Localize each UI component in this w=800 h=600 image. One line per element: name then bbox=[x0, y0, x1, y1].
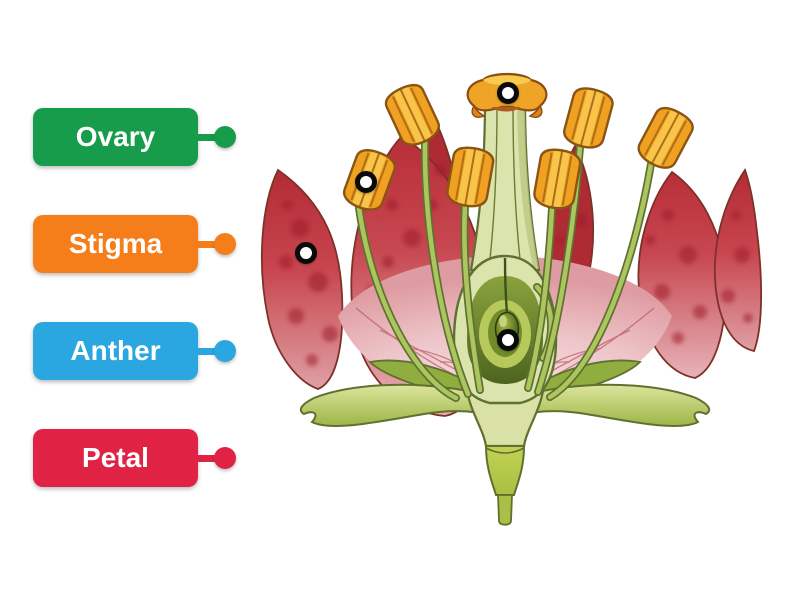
label-ovary-connector bbox=[196, 133, 220, 141]
stem-upper bbox=[484, 445, 526, 496]
label-list: Ovary Stigma Anther Petal bbox=[0, 0, 260, 600]
label-ovary-text: Ovary bbox=[75, 121, 156, 152]
sepal-inner-right bbox=[527, 359, 642, 404]
label-petal-connector-dot bbox=[214, 447, 236, 469]
label-anther[interactable]: Anther bbox=[33, 322, 243, 380]
sepal-left bbox=[299, 383, 494, 428]
petal-back-left bbox=[415, 119, 464, 294]
label-stigma-connector bbox=[196, 240, 220, 248]
filaments bbox=[355, 138, 655, 402]
label-petal-box[interactable]: Petal bbox=[33, 429, 198, 487]
sepal-inner-left bbox=[368, 359, 483, 404]
anther-2 bbox=[380, 79, 445, 152]
receptacle bbox=[464, 384, 546, 448]
style bbox=[469, 98, 541, 272]
sepals bbox=[299, 359, 711, 526]
label-stigma-connector-dot bbox=[214, 233, 236, 255]
sepal-right bbox=[516, 383, 711, 428]
anther-5 bbox=[560, 83, 617, 153]
petal-right-mid bbox=[637, 170, 727, 379]
label-petal-connector bbox=[196, 454, 220, 462]
label-anther-text: Anther bbox=[70, 335, 161, 366]
petal-back-right bbox=[546, 144, 595, 294]
anther-4 bbox=[531, 145, 584, 213]
label-ovary-box[interactable]: Ovary bbox=[33, 108, 198, 166]
stamens bbox=[339, 79, 698, 402]
anther-3 bbox=[444, 143, 497, 211]
label-stigma-box[interactable]: Stigma bbox=[33, 215, 198, 273]
petal-far-right bbox=[713, 168, 763, 353]
petals bbox=[260, 119, 763, 417]
label-petal[interactable]: Petal bbox=[33, 429, 243, 487]
point-on-ovary[interactable] bbox=[497, 329, 519, 351]
point-on-petal[interactable] bbox=[295, 242, 317, 264]
label-stigma-text: Stigma bbox=[68, 228, 163, 259]
label-ovary-connector-dot bbox=[214, 126, 236, 148]
label-petal-text: Petal bbox=[82, 442, 149, 473]
point-on-anther[interactable] bbox=[355, 171, 377, 193]
label-stigma[interactable]: Stigma bbox=[33, 215, 243, 273]
petal-far-left bbox=[260, 168, 344, 390]
stem-lower bbox=[497, 494, 513, 526]
anther-6 bbox=[632, 101, 698, 175]
filament-hook bbox=[533, 283, 556, 362]
label-anther-connector-dot bbox=[214, 340, 236, 362]
label-anther-connector bbox=[196, 347, 220, 355]
point-on-stigma[interactable] bbox=[497, 82, 519, 104]
label-ovary[interactable]: Ovary bbox=[33, 108, 243, 166]
label-anther-box[interactable]: Anther bbox=[33, 322, 198, 380]
